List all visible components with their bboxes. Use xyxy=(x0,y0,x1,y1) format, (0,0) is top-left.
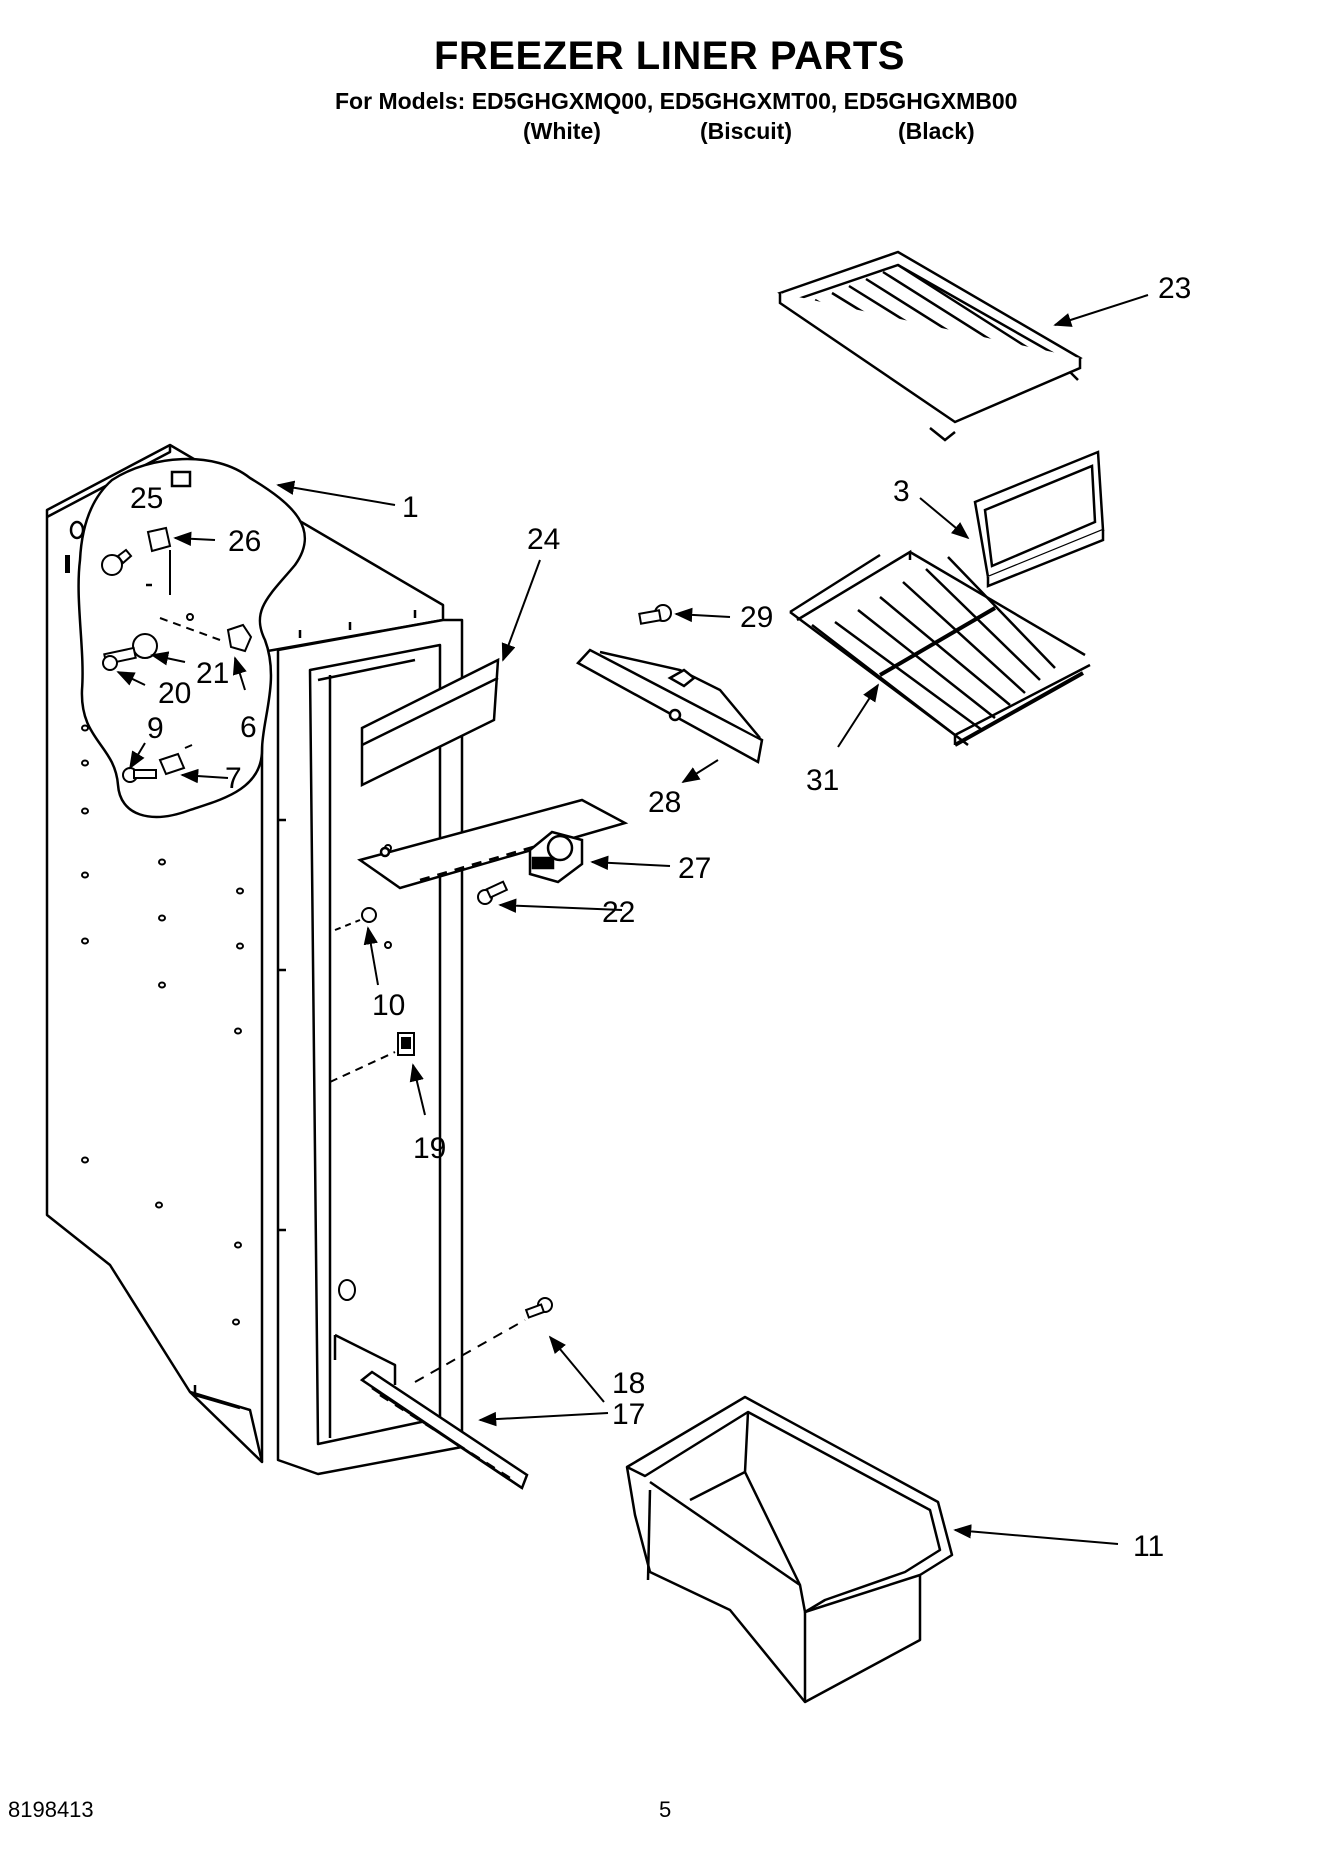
models-line: For Models: ED5GHGXMQ00, ED5GHGXMT00, ED… xyxy=(335,88,1018,114)
callout-18: 18 xyxy=(612,1367,645,1400)
document-number: 8198413 xyxy=(8,1797,94,1822)
page-title: FREEZER LINER PARTS xyxy=(433,34,905,78)
variant-white: (White) xyxy=(523,118,601,144)
part-23-wire-shelf xyxy=(777,250,1083,442)
leader-arrows xyxy=(116,294,1149,1545)
callout-21: 21 xyxy=(196,657,229,690)
part-26-socket xyxy=(146,526,172,595)
part-19-switch xyxy=(329,1032,415,1083)
callout-25: 25 xyxy=(130,482,163,515)
part-24-label xyxy=(360,657,500,788)
callout-27: 27 xyxy=(678,852,711,885)
variant-biscuit: (Biscuit) xyxy=(700,118,792,144)
callout-9: 9 xyxy=(147,712,164,745)
callout-29: 29 xyxy=(740,601,773,634)
page-number: 5 xyxy=(659,1797,672,1822)
callout-20: 20 xyxy=(158,677,191,710)
callout-26: 26 xyxy=(228,525,261,558)
part-17-rail xyxy=(359,1370,529,1490)
callout-23: 23 xyxy=(1158,272,1191,305)
cutaway-detail xyxy=(65,457,307,819)
part-3-glass-shelf xyxy=(973,450,1105,588)
callout-7: 7 xyxy=(225,762,242,795)
callout-6: 6 xyxy=(240,711,257,744)
part-18-screw xyxy=(414,1297,553,1383)
callout-3: 3 xyxy=(893,475,910,508)
part-11-bin xyxy=(625,1395,954,1704)
part-29-screw xyxy=(638,604,672,625)
part-7-9-bracket xyxy=(122,744,193,783)
callout-1: 1 xyxy=(402,491,419,524)
callout-28: 28 xyxy=(648,786,681,819)
part-20-21-knob xyxy=(102,633,158,671)
callout-19: 19 xyxy=(413,1132,446,1165)
part-31-wire-shelf xyxy=(789,549,1091,747)
callout-17: 17 xyxy=(612,1398,645,1431)
callout-11: 11 xyxy=(1133,1530,1164,1563)
callout-10: 10 xyxy=(372,989,405,1022)
part-10-screw xyxy=(334,907,377,931)
callout-labels: 1 3 6 7 9 10 11 17 18 19 20 21 22 23 24 … xyxy=(130,272,1191,1563)
variant-black: (Black) xyxy=(898,118,975,144)
part-28-shelf-bracket xyxy=(575,648,764,764)
part-27-thermostat xyxy=(357,798,629,890)
callout-24: 24 xyxy=(527,523,560,556)
part-22-screw xyxy=(477,880,509,905)
part-25-bulb xyxy=(101,548,133,576)
part-6-switch xyxy=(159,613,253,653)
callout-22: 22 xyxy=(602,896,635,929)
callout-31: 31 xyxy=(806,764,839,797)
